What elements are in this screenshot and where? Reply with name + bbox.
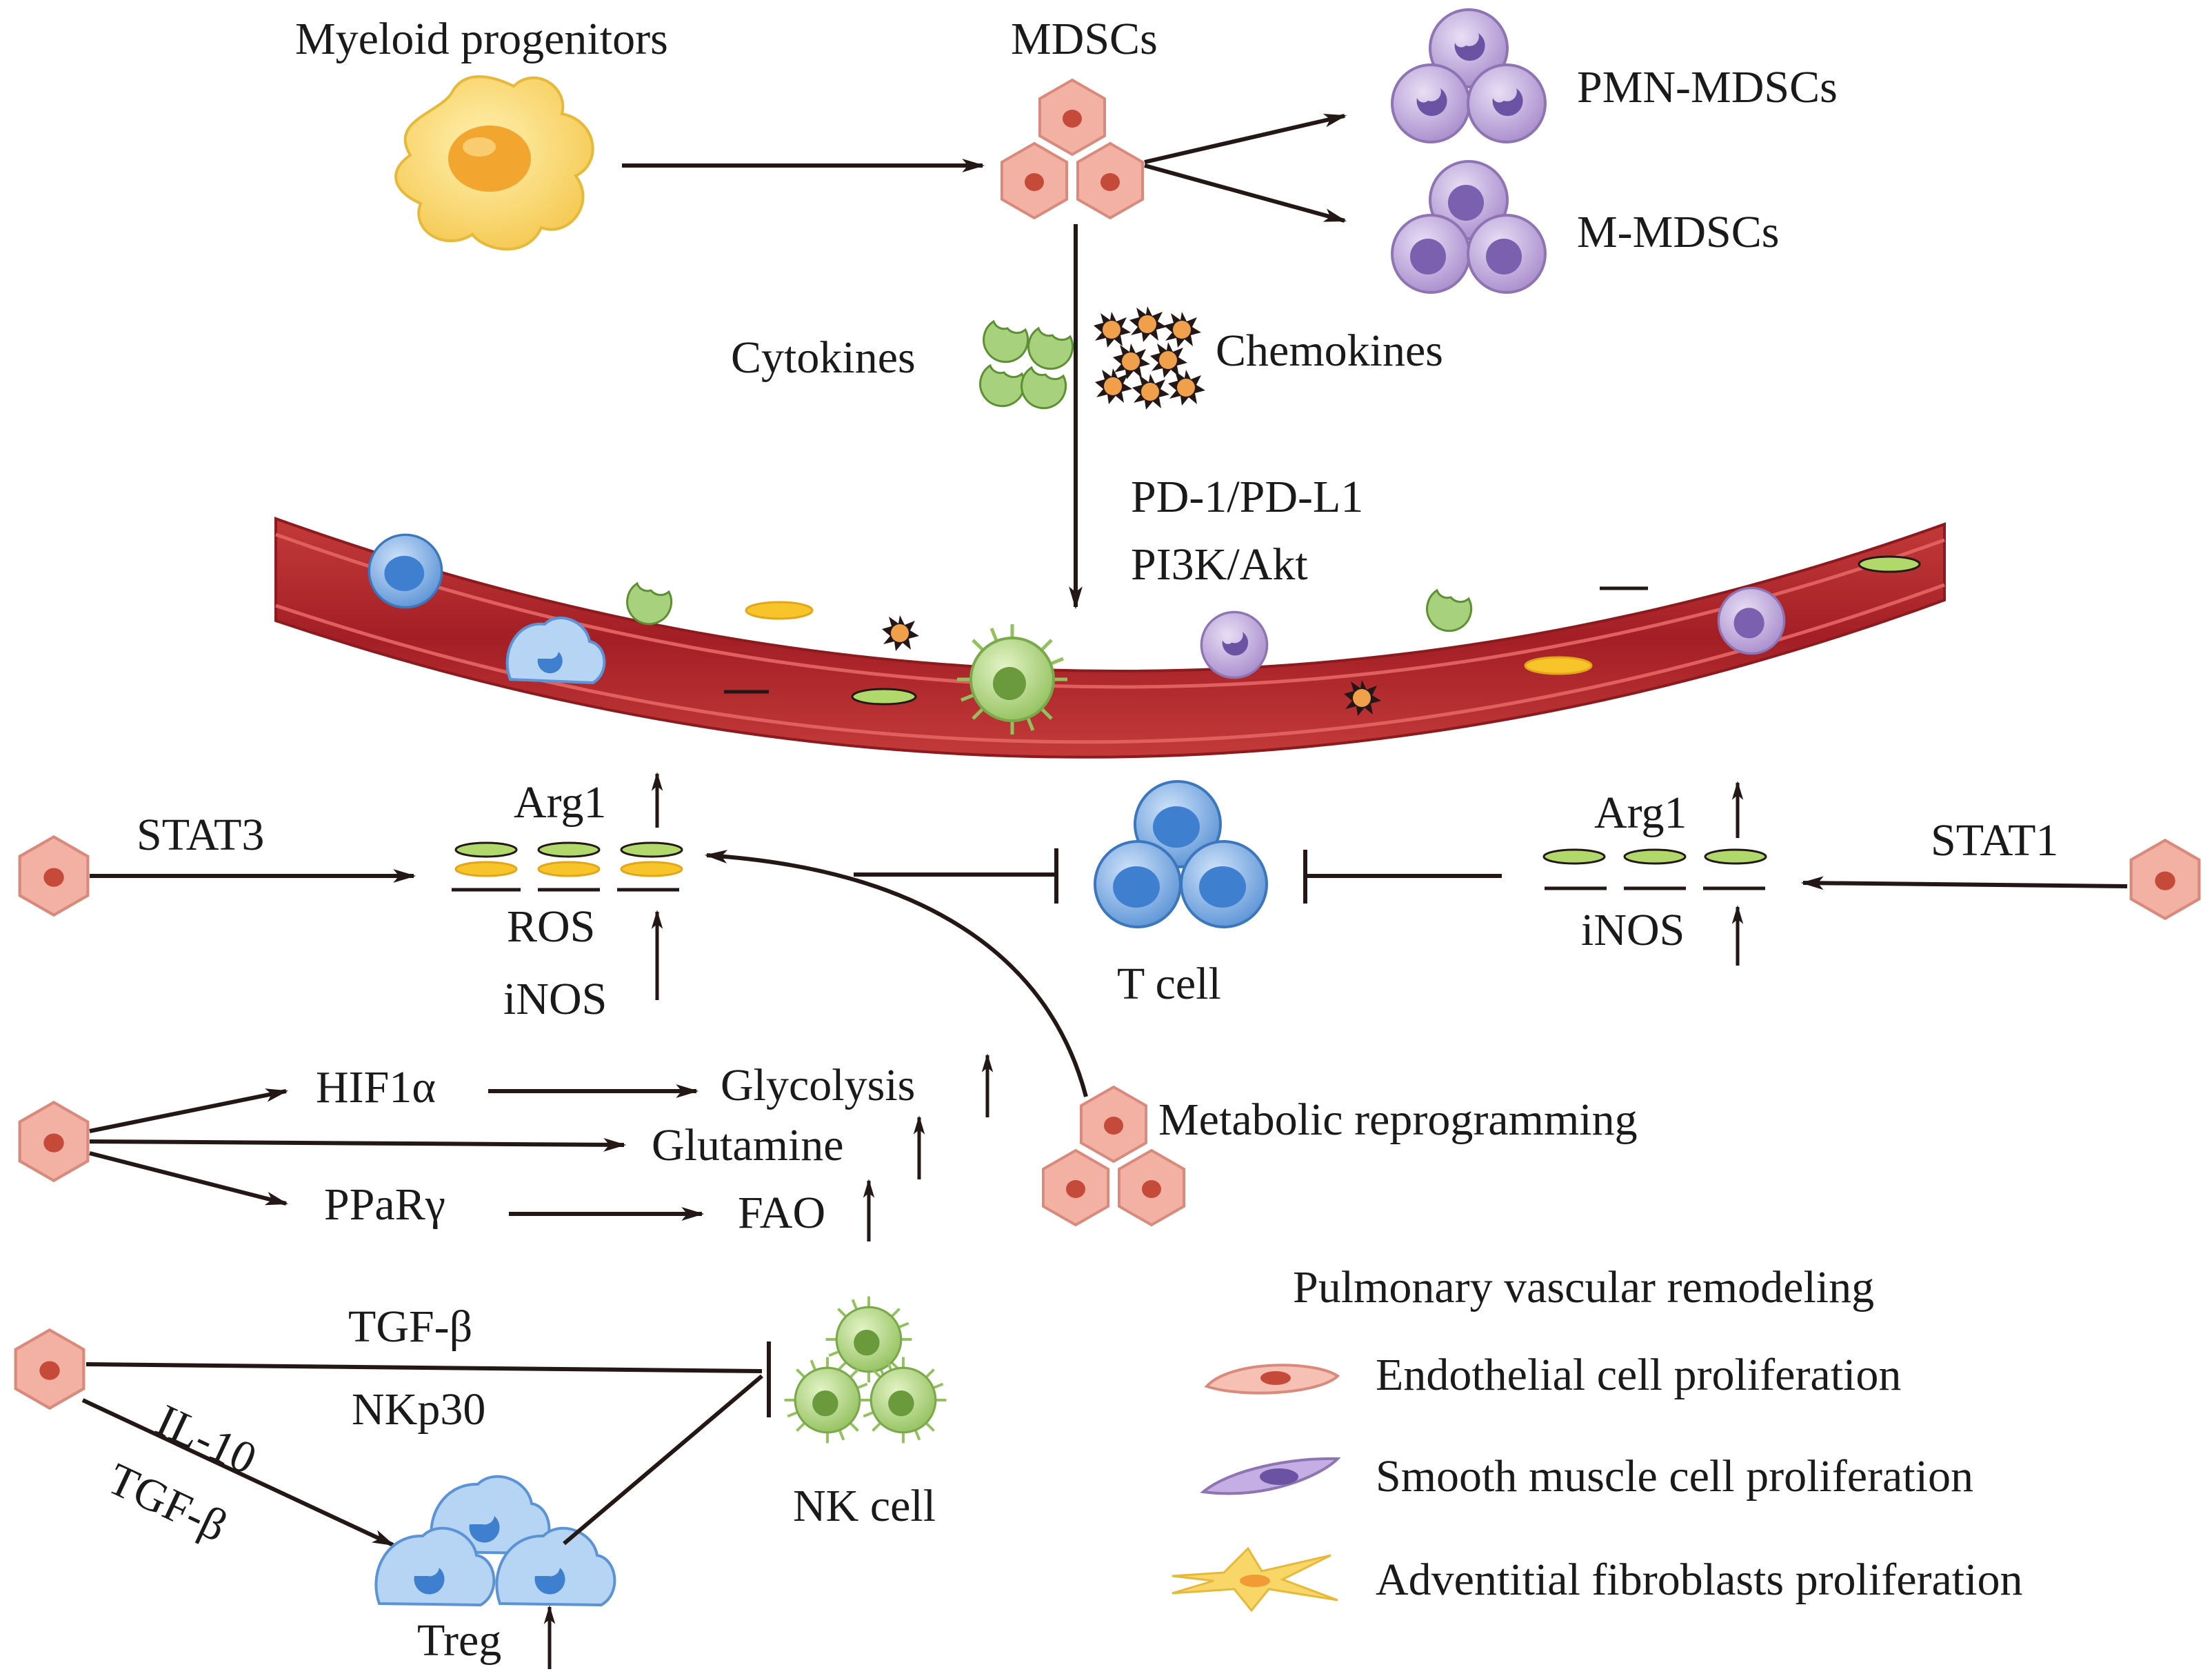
arrow-to-pmn-mdscs [1144,114,1347,164]
label-arg1-left: Arg1 [514,777,606,828]
label-nkp30: NKp30 [352,1384,485,1435]
mdsc-enzymes-right-icon [1542,848,1767,890]
label-stat1: STAT1 [1931,815,2058,866]
label-treg: Treg [417,1615,501,1666]
label-mdscs: MDSCs [1011,14,1158,64]
treg-cluster-icon [374,1475,616,1607]
legend-title: Pulmonary vascular remodeling [1293,1262,1874,1313]
legend-endothelial: Endothelial cell proliferation [1376,1350,1901,1400]
legend-fibroblasts: Adventitial fibroblasts proliferation [1376,1555,2022,1605]
arrow-metabolic-to-enzymes [704,850,1088,1097]
label-hif1a: HIF1α [316,1062,436,1113]
treg-to-nk-inhibit-line [563,1374,763,1546]
vessel-treg-icon [505,617,606,685]
label-fao: FAO [738,1188,825,1238]
arrow-to-treg [81,1398,395,1547]
m-mdsc-cluster-icon [1391,160,1547,294]
smooth-muscle-cell-icon [1200,1457,1341,1495]
cytokines-icon [979,320,1074,410]
label-glutamine: Glutamine [652,1120,844,1170]
stat3-source-cell-icon [20,837,88,915]
label-chemokines: Chemokines [1216,326,1443,376]
vessel-contents [368,533,1921,735]
label-il10: IL-10 [149,1395,264,1484]
myeloid-progenitor-cell-icon [394,75,594,251]
label-pi3k-akt: PI3K/Akt [1131,539,1308,590]
arrow-to-m-mdscs [1144,163,1347,223]
label-m-mdscs: M-MDSCs [1577,207,1779,257]
inhibit-to-nk-cell [86,1362,763,1373]
label-arg1-right: Arg1 [1594,788,1687,838]
chemokines-icon [1094,306,1205,410]
t-cell-cluster-icon [1094,780,1268,928]
label-tgfb-top: TGF-β [348,1301,472,1352]
label-pd1-pdl1: PD-1/PD-L1 [1131,472,1363,522]
label-cytokines: Cytokines [731,332,916,383]
metabolism-source-cell-icon [20,1102,88,1180]
stat1-source-cell-icon [2131,840,2200,918]
arrow-stat1 [1800,876,2128,890]
label-inos-right: iNOS [1581,905,1685,955]
nk-cell-cluster-icon [783,1295,948,1445]
mdsc-enzymes-left-icon [452,841,683,892]
label-ros: ROS [507,901,595,952]
bottom-source-cell-icon [16,1330,84,1408]
arrow-to-hif1a [89,1088,289,1133]
pmn-mdsc-cluster-icon [1391,8,1547,143]
fibroblast-cell-icon [1172,1546,1338,1613]
label-myeloid-progenitors: Myeloid progenitors [295,14,668,64]
label-inos-left: iNOS [503,974,607,1024]
label-stat3: STAT3 [137,810,264,860]
label-nk-cell: NK cell [793,1481,936,1531]
arrow-to-glutamine [89,1137,627,1152]
label-pmn-mdscs: PMN-MDSCs [1577,62,1838,112]
mdsc-cluster-icon [1001,79,1144,219]
endothelial-cell-icon [1204,1364,1340,1395]
label-glycolysis: Glycolysis [721,1060,915,1110]
legend-smooth-muscle: Smooth muscle cell proliferation [1376,1451,1973,1502]
label-pparg: PPaRγ [324,1179,445,1230]
arrow-to-pparg [89,1151,289,1206]
label-metabolic-reprogramming: Metabolic reprogramming [1158,1095,1638,1145]
label-t-cell: T cell [1117,959,1221,1009]
